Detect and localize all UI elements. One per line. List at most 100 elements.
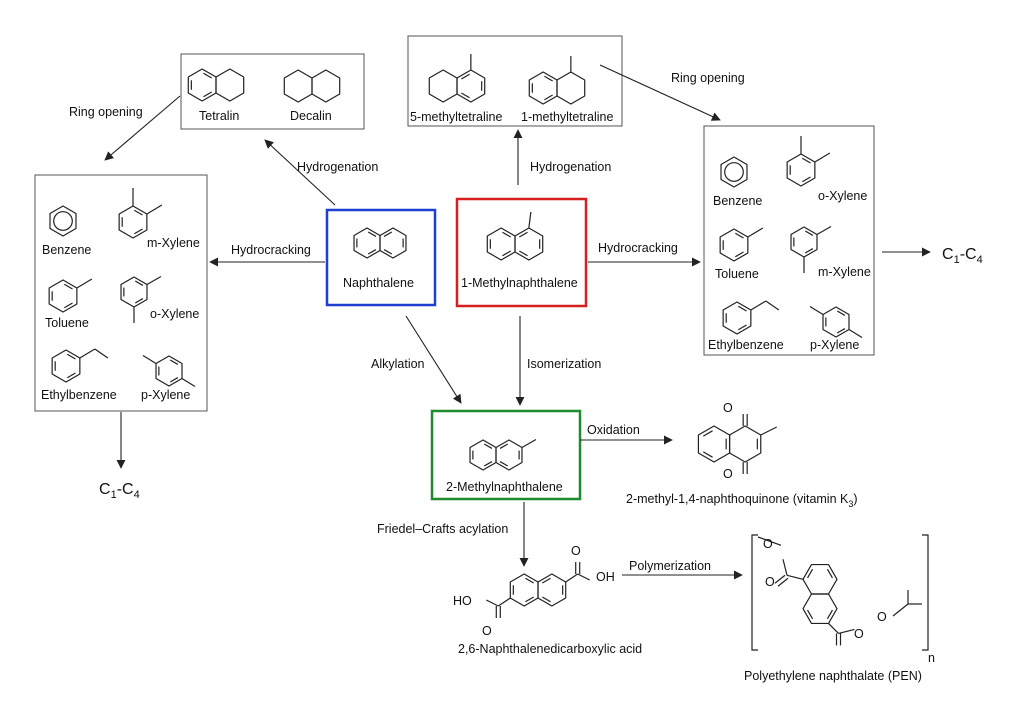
label-vitamin-k3-close: ) [853, 492, 857, 506]
right-toluene-ring-double-bond [734, 232, 744, 239]
left-products-box [34, 174, 208, 412]
label-decalin: Decalin [290, 109, 332, 123]
right-o-xylene-ring [786, 153, 816, 187]
left-ethylbenzene-ch3 [94, 348, 109, 359]
pen-ethylene-1 [892, 603, 909, 617]
left-label-toluene: Toluene [45, 316, 89, 330]
right-o-xylene-ring-double-bond [801, 157, 811, 164]
left-ethylbenzene-ring-double-bond [66, 353, 76, 360]
right-benzene-ring [720, 156, 748, 188]
methylnaphthalene2-ring-left [469, 439, 497, 471]
structures [48, 54, 922, 646]
right-toluene-ring [719, 228, 749, 262]
label-hydrocracking-right: Hydrocracking [598, 241, 678, 255]
label-friedel-crafts: Friedel–Crafts acylation [377, 522, 508, 536]
left-o-xylene-methyl1 [146, 275, 162, 286]
5-methyltetraline-ring-right [456, 69, 486, 103]
methylnaphthalene1-ring-right-double-bond [519, 250, 528, 257]
left-label-m-xylene: m-Xylene [147, 236, 200, 250]
right-ethylbenzene-ch2 [750, 300, 767, 311]
left-m-xylene-ring-double-bond [133, 228, 143, 235]
methylnaphthalene1-ring-left [486, 227, 516, 261]
naphthalene-ring-right [379, 227, 407, 259]
label-c1c4-left: C1-C4 [99, 481, 140, 501]
left-p-xylene-ring-double-bond [169, 359, 179, 365]
right-label-benzene: Benzene [713, 194, 762, 208]
methyltetraline-box [407, 35, 623, 127]
label-ring-opening-right: Ring opening [671, 71, 745, 85]
arrow-hydrogenation-left [264, 139, 336, 206]
label-tetralin: Tetralin [199, 109, 239, 123]
label-hydrocracking-left: Hydrocracking [231, 243, 311, 257]
right-p-xylene-ring [822, 306, 850, 338]
right-p-xylene-ring-double-bond [836, 328, 846, 334]
left-m-xylene-ring-double-bond [133, 209, 143, 216]
right-ethylbenzene-ch3 [765, 300, 780, 311]
5-methyltetraline-ring-right-double-bond [461, 73, 470, 80]
right-label-toluene: Toluene [715, 267, 759, 281]
atom-quinone-o-bottom: O [723, 467, 733, 481]
right-m-xylene-ring-double-bond [804, 248, 814, 254]
1-methyltetraline-ring-left [528, 71, 558, 105]
left-benzene-ring [49, 205, 77, 237]
left-m-xylene-ring [118, 205, 148, 239]
right-p-xylene-methyl2 [848, 328, 863, 339]
left-label-p-xylene: p-Xylene [141, 388, 190, 402]
label-1-methylnaphthalene: 1-Methylnaphthalene [461, 276, 578, 290]
ndc-cooh-right-bond [565, 573, 579, 583]
pen-ester-bottom-bond [828, 623, 839, 634]
right-label-o-xylene: o-Xylene [818, 189, 867, 203]
vitamin-k3-ring-left-double-bond [703, 451, 713, 458]
pen-ester-o-bond [838, 628, 855, 635]
label-polymerization: Polymerization [629, 559, 711, 573]
left-p-xylene-methyl2 [181, 377, 196, 388]
vitamin-k3-methyl [760, 426, 778, 436]
right-m-xylene-methyl1 [816, 225, 832, 236]
label-pen: Polyethylene naphthalate (PEN) [744, 669, 922, 683]
methylnaphthalene2-methyl [521, 438, 537, 449]
ndc-ring-right-double-bond [542, 596, 551, 603]
pen-carbonyl-top [774, 574, 786, 584]
left-label-benzene: Benzene [42, 243, 91, 257]
5-methyltetraline-ring-left [428, 69, 458, 103]
left-p-xylene-ring [155, 355, 183, 387]
pen-ring-top-double-bond [807, 568, 814, 579]
methylnaphthalene1-ring-left-double-bond [502, 231, 511, 238]
pen-ester-top-bond [786, 574, 804, 580]
c1c4-left-sub2: 4 [134, 489, 140, 501]
label-hydrogenation-left: Hydrogenation [297, 160, 378, 174]
vitamin-k3-ring-left [697, 425, 731, 463]
methylnaphthalene2-box [430, 409, 582, 501]
decalin-ring-left [283, 69, 313, 103]
pen-ring-top-double-bond [826, 568, 833, 579]
label-2-methylnaphthalene: 2-Methylnaphthalene [446, 480, 563, 494]
methylnaphthalene1-ring-right [514, 227, 544, 261]
naphthalene-ring-left [353, 227, 381, 259]
right-toluene-methyl [747, 227, 764, 238]
c1c4-right-sub1: 1 [954, 254, 960, 266]
left-ethylbenzene-ch2 [79, 348, 96, 359]
right-label-p-xylene: p-Xylene [810, 338, 859, 352]
atom-pen-o-ester-bottom: O [877, 610, 887, 624]
right-ethylbenzene-ring-double-bond [737, 324, 747, 331]
left-toluene-ring [48, 279, 78, 313]
label-5-methyltetraline: 5-methyltetraline [410, 110, 502, 124]
atom-ndc-o-bottom: O [482, 624, 492, 638]
right-p-xylene-methyl1 [809, 305, 824, 316]
c1c4-right-dash: -C [960, 246, 977, 263]
1-methyltetraline-ring-right [556, 71, 586, 105]
left-ethylbenzene-ring [51, 349, 81, 383]
c1c4-left-dash: -C [117, 481, 134, 498]
right-m-xylene-ring-double-bond [804, 230, 814, 236]
methylnaphthalene2-ring-right-double-bond [499, 443, 509, 449]
naphthalene-ring-right-double-bond [383, 249, 393, 255]
tetralin-decalin-box [180, 53, 365, 130]
left-ethylbenzene-ring-double-bond [66, 372, 76, 379]
decalin-ring-right [311, 69, 341, 103]
methylnaphthalene2-ring-left-double-bond [483, 461, 493, 467]
label-oxidation: Oxidation [587, 423, 640, 437]
ndc-ring-right [537, 573, 567, 607]
right-products-box [703, 125, 875, 356]
left-toluene-methyl [76, 278, 93, 289]
